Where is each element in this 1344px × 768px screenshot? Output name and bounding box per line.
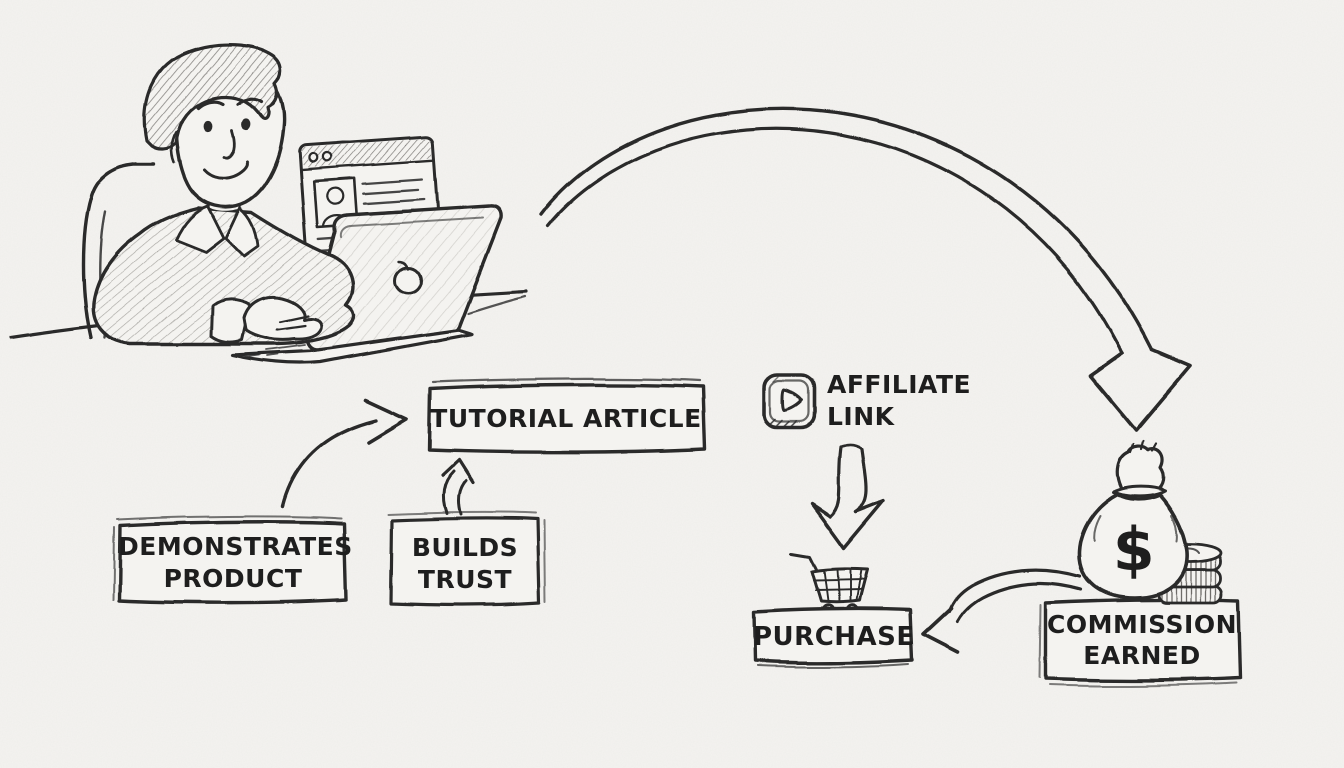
- demonstrates-product-label-line2: PRODUCT: [163, 564, 303, 593]
- smile: [202, 160, 249, 180]
- laptop-logo: [394, 265, 424, 295]
- affiliate-link-label-line1: AFFILIATE: [827, 370, 972, 399]
- builds-trust-box: [387, 510, 547, 607]
- dollar-symbol: $: [1112, 515, 1156, 585]
- arrow-affiliate-to-cart: [810, 443, 886, 550]
- window-button: [307, 152, 318, 164]
- collar: [174, 204, 226, 254]
- purchase-label: PURCHASE: [753, 622, 915, 652]
- eye: [203, 120, 213, 132]
- laptop: [231, 204, 503, 365]
- tutorial-article-label: TUTORIAL ARTICLE: [430, 404, 702, 433]
- tutorial-article-box: [427, 377, 706, 454]
- builds-trust-label-line1: BUILDS: [411, 533, 519, 562]
- arrow-builds-to-tutorial: [441, 458, 475, 516]
- cuff: [209, 298, 252, 344]
- play-video-icon: [762, 373, 816, 429]
- builds-trust-label-line2: TRUST: [417, 565, 513, 594]
- arrow-commission-to-purchase: [921, 568, 1083, 654]
- demonstrates-product-label-line1: DEMONSTRATES: [118, 532, 353, 561]
- purchase-box: [752, 607, 914, 669]
- window-button: [321, 151, 332, 163]
- commission-earned-box: [1039, 598, 1242, 688]
- person: [91, 43, 356, 346]
- collar: [224, 206, 260, 258]
- arrow-laptop-to-commission: [539, 107, 1192, 432]
- eye: [241, 118, 251, 130]
- commission-earned-label-line1: COMMISSION: [1046, 610, 1238, 639]
- person-hair: [143, 43, 283, 151]
- affiliate-link-label-line2: LINK: [827, 402, 895, 431]
- demonstrates-product-box: [113, 514, 348, 605]
- nose: [222, 128, 236, 160]
- money-bag-icon: [1077, 439, 1189, 600]
- hand: [242, 295, 323, 342]
- arrow-demonstrates-to-tutorial: [281, 398, 409, 508]
- commission-earned-label-line2: EARNED: [1083, 641, 1201, 670]
- eyebrows: [196, 97, 264, 110]
- creator-illustration: [8, 43, 529, 365]
